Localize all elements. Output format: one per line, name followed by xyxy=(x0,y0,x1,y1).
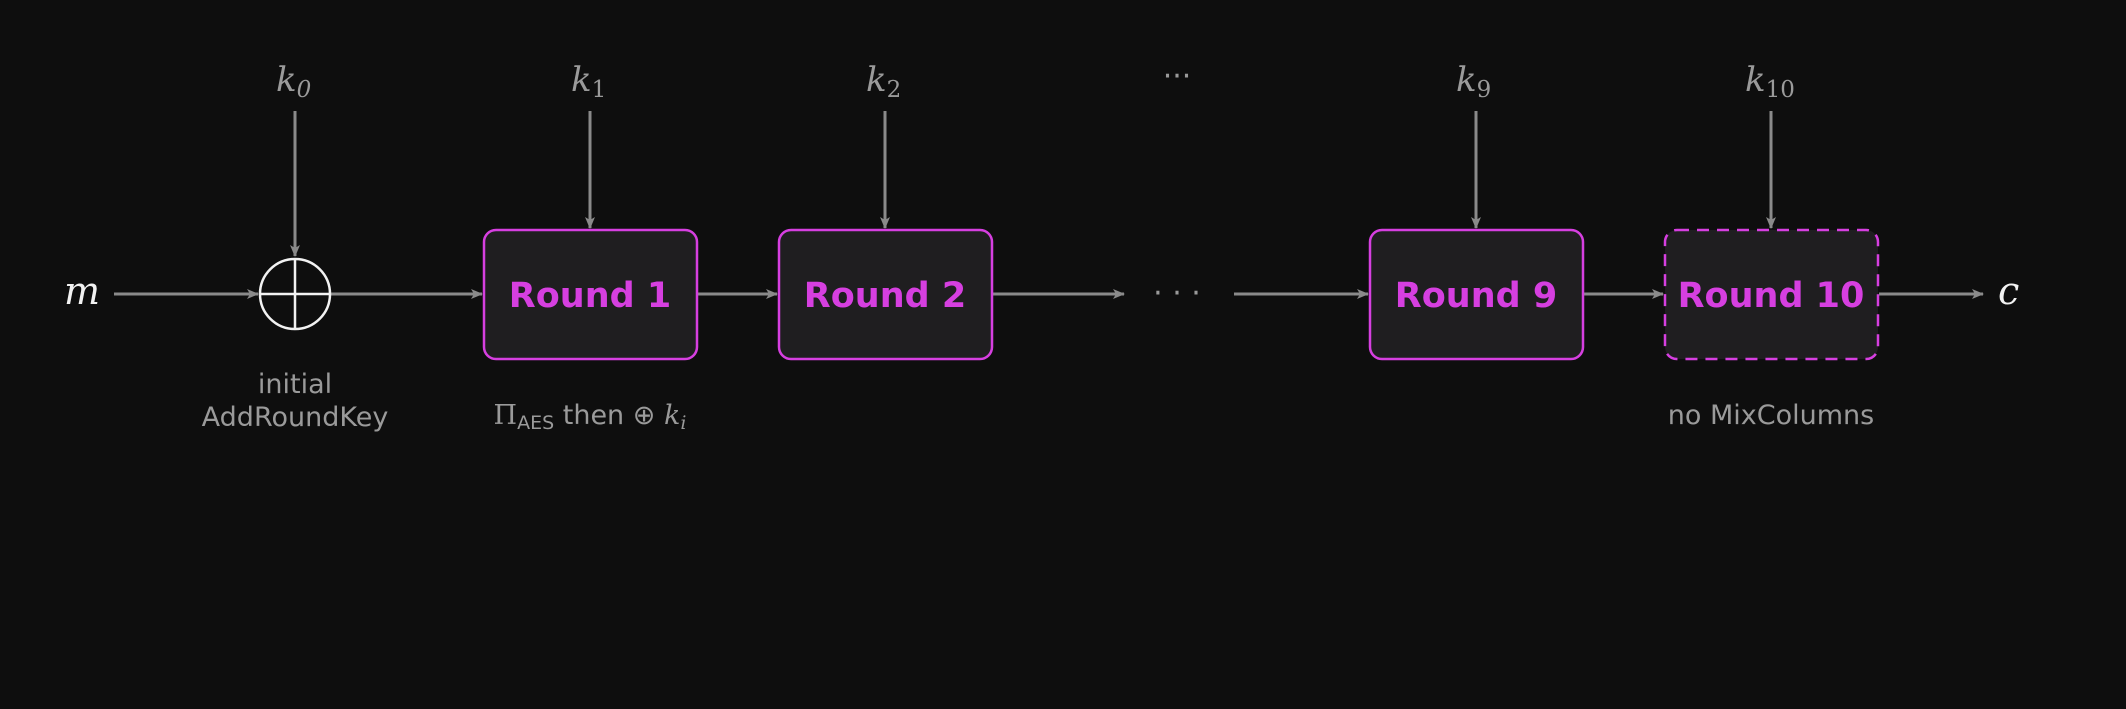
caption-round-op: ΠAES then ⊕ ki xyxy=(494,400,687,434)
round-box-2: Round 2 xyxy=(777,228,994,361)
round-box-10: Round 10 xyxy=(1663,228,1880,361)
input-label: m xyxy=(64,269,100,313)
key-label-k10: k10 xyxy=(1745,60,1795,103)
round-ellipsis: · · · xyxy=(1153,276,1201,311)
round-label-1: Round 1 xyxy=(509,276,671,316)
round-label-9: Round 9 xyxy=(1395,276,1557,316)
caption-initial-line1: initial xyxy=(258,369,332,400)
caption-final: no MixColumns xyxy=(1668,400,1874,431)
round-label-10: Round 10 xyxy=(1678,276,1865,316)
key-ellipsis: ··· xyxy=(1163,59,1192,94)
key-label-k2: k2 xyxy=(866,60,901,103)
key-label-k9: k9 xyxy=(1456,60,1491,103)
caption-initial-line2: AddRoundKey xyxy=(202,402,389,433)
round-box-1: Round 1 xyxy=(482,228,699,361)
key-label-k1: k1 xyxy=(571,60,606,103)
output-label: c xyxy=(1998,269,2019,313)
key-label-k0: k0 xyxy=(276,60,311,103)
round-label-2: Round 2 xyxy=(804,276,966,316)
xor-icon xyxy=(258,257,332,331)
round-box-9: Round 9 xyxy=(1368,228,1585,361)
